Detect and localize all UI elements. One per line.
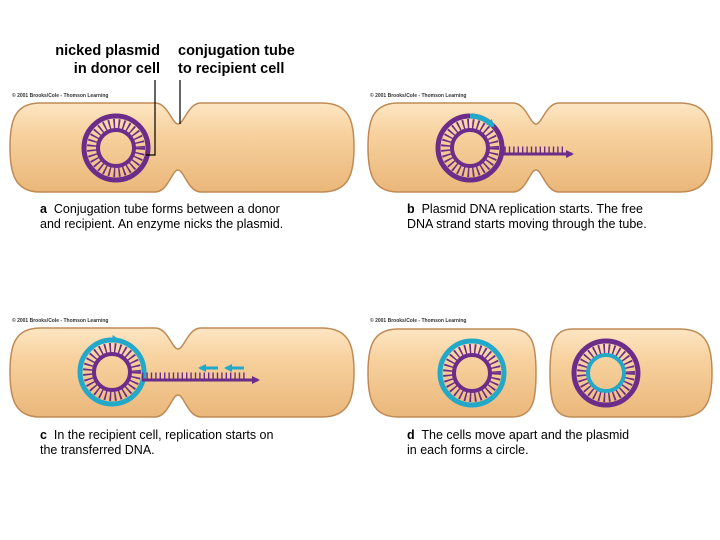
caption-b-text1: Plasmid DNA replication starts. The free: [421, 202, 643, 216]
new-strand-arrow: [99, 335, 120, 344]
copyright-b: © 2001 Brooks/Cole - Thomson Learning: [370, 93, 467, 99]
panel-c: [9, 327, 355, 418]
plasmid-ring-inner: [450, 128, 490, 168]
callout-conjugation-tube-line1: conjugation tube: [178, 43, 295, 59]
panel-letter-b: b: [407, 202, 415, 216]
callout-nicked-plasmid-line1: nicked plasmid: [55, 43, 160, 59]
caption-b-line1: b Plasmid DNA replication starts. The fr…: [407, 202, 707, 217]
caption-a-line1: a Conjugation tube forms between a donor: [40, 202, 340, 217]
panel-d: [367, 328, 713, 418]
copyright-c: © 2001 Brooks/Cole - Thomson Learning: [12, 318, 109, 324]
caption-c: c In the recipient cell, replication sta…: [40, 428, 340, 458]
plasmid-ticks: [443, 344, 501, 402]
caption-b-line2: DNA strand starts moving through the tub…: [407, 217, 647, 231]
panel-letter-d: d: [407, 428, 415, 442]
callout-leader-plasmid: [146, 80, 156, 156]
panel-letter-a: a: [40, 202, 47, 216]
caption-a: a Conjugation tube forms between a donor…: [40, 202, 340, 232]
donor-plasmid-inner: [452, 353, 492, 393]
caption-d-line2: in each forms a circle.: [407, 443, 529, 457]
panel-b: [367, 102, 713, 193]
caption-d: d The cells move apart and the plasmid i…: [407, 428, 707, 458]
callout-nicked-plasmid-line2: in donor cell: [73, 61, 160, 77]
plasmid-ticks: [87, 119, 145, 177]
caption-c-line1: c In the recipient cell, replication sta…: [40, 428, 340, 443]
caption-d-line1: d The cells move apart and the plasmid: [407, 428, 707, 443]
caption-c-text1: In the recipient cell, replication start…: [53, 428, 274, 442]
plasmid-ticks: [577, 344, 635, 402]
plasmid-ring-inner: [96, 128, 136, 168]
copyright-d: © 2001 Brooks/Cole - Thomson Learning: [370, 318, 467, 324]
plasmid-ring-inner: [92, 352, 132, 392]
panel-letter-c: c: [40, 428, 47, 442]
plasmid-ticks: [441, 119, 499, 177]
caption-a-text1: Conjugation tube forms between a donor: [53, 202, 280, 216]
plasmid-ring-purple: [81, 113, 151, 183]
cell-pair-joined: [9, 102, 355, 193]
callout-conjugation-tube-line2: to recipient cell: [178, 61, 285, 77]
recipient-plasmid-outer: [571, 338, 641, 408]
plasmid-ticks: [83, 343, 141, 401]
new-strand-arrow: [469, 113, 495, 128]
caption-a-line2: and recipient. An enzyme nicks the plasm…: [40, 217, 284, 231]
donor-plasmid-outer: [437, 338, 507, 408]
caption-c-line2: the transferred DNA.: [40, 443, 155, 457]
callout-conjugation-tube: conjugation tube to recipient cell: [178, 42, 328, 78]
recipient-plasmid-inner: [586, 353, 626, 393]
caption-d-text1: The cells move apart and the plasmid: [421, 428, 630, 442]
panel-a: [9, 80, 355, 193]
caption-b: b Plasmid DNA replication starts. The fr…: [407, 202, 707, 232]
copyright-a: © 2001 Brooks/Cole - Thomson Learning: [12, 93, 109, 99]
callout-nicked-plasmid: nicked plasmid in donor cell: [6, 42, 160, 78]
